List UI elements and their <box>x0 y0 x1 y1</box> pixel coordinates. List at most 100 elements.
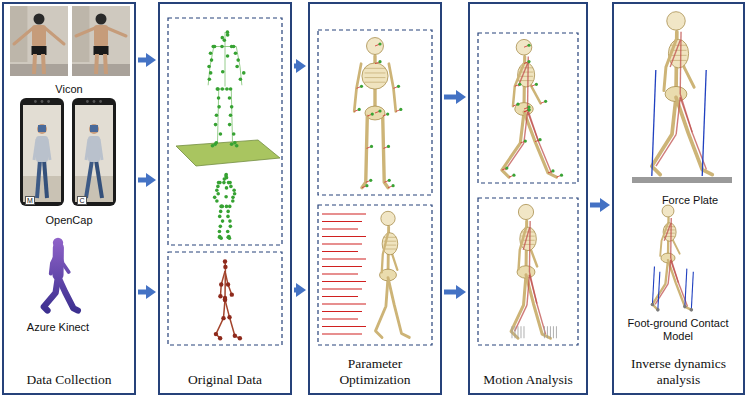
marker-point-cloud <box>217 105 221 109</box>
marker-point-cloud <box>213 196 217 200</box>
muscle-line <box>539 142 552 173</box>
ribcage <box>362 63 388 89</box>
inverse-dynamics-art <box>632 12 732 312</box>
marker-point-cloud <box>225 205 229 209</box>
marker-dots <box>502 44 563 178</box>
contact-line <box>544 326 545 338</box>
bone <box>676 97 712 174</box>
panel-heading: Inverse dynamics analysis <box>616 356 741 388</box>
marker-dot <box>370 145 373 148</box>
bone <box>362 116 367 188</box>
marker-dot <box>560 174 563 177</box>
marker-point-cloud <box>215 113 219 117</box>
muscle-line <box>676 97 680 134</box>
cloud-link <box>217 115 219 143</box>
person-leg <box>43 54 44 74</box>
panel-heading: Parameter Optimization <box>312 356 438 388</box>
marker-point-cloud <box>217 181 221 185</box>
marker-point-cloud <box>213 45 217 49</box>
marker-point-cloud <box>211 144 215 148</box>
data-collection-art <box>10 6 130 311</box>
marker-point-cloud <box>220 45 224 49</box>
cloud-link <box>218 89 220 115</box>
panel-heading: Original Data <box>162 372 288 388</box>
contact-vector <box>691 272 693 310</box>
skull <box>667 12 685 30</box>
person-arm <box>34 139 37 160</box>
marker-point-cloud <box>226 54 230 58</box>
marker-point-cloud <box>218 215 222 219</box>
rib <box>519 76 533 77</box>
person-leg <box>44 160 47 198</box>
skull <box>381 211 395 225</box>
marker-dot <box>358 108 361 111</box>
marker-point-cloud <box>228 123 232 127</box>
marker-point-cloud <box>221 219 225 223</box>
marker-dot <box>538 138 541 141</box>
motion-analysis-art <box>478 33 578 345</box>
contact-line <box>520 326 521 338</box>
phone-icon <box>72 98 116 206</box>
phone-camera <box>47 100 50 103</box>
kinect-joint <box>223 297 227 301</box>
flow-arrow <box>294 64 300 69</box>
label-slot: Force Plate <box>642 190 738 208</box>
silhouette-head <box>53 238 63 248</box>
photo-floor <box>72 64 130 76</box>
marker-point-cloud <box>228 205 232 209</box>
marker-dot <box>527 44 530 47</box>
cloud-link <box>210 47 214 67</box>
rib <box>664 233 674 234</box>
force-vector <box>652 70 656 176</box>
cloud-link <box>225 40 226 86</box>
flow-arrow <box>294 288 300 293</box>
marker-point-cloud <box>216 185 220 189</box>
person-arm <box>99 139 102 160</box>
marker-point-cloud <box>219 210 223 214</box>
bone <box>388 278 409 338</box>
panel-heading-block: Data Collection <box>6 372 132 388</box>
marker-dot <box>391 184 394 187</box>
contact-sphere <box>683 305 687 309</box>
stage-panel: Motion Analysis <box>468 2 588 395</box>
kinect-joint <box>226 282 230 286</box>
kinect-joint <box>221 316 225 320</box>
label-slot: Azure Kinect <box>10 317 106 335</box>
marker-point-cloud <box>235 144 239 148</box>
camera-photo <box>72 6 130 76</box>
contact-vector <box>658 272 660 310</box>
marker-point-cloud <box>229 225 233 229</box>
marker-point-cloud <box>230 45 234 49</box>
marker-point-cloud <box>209 52 213 56</box>
rib <box>365 72 386 73</box>
marker-point-cloud <box>231 196 235 200</box>
contact-line <box>514 326 515 338</box>
kinect-joint <box>218 336 222 340</box>
dashed-frame <box>318 205 432 345</box>
bone <box>652 260 668 310</box>
marker-point-cloud <box>210 58 214 62</box>
muscle-line <box>664 223 670 240</box>
phone-body <box>72 98 116 206</box>
person-head <box>89 124 99 134</box>
muscle-line <box>528 109 539 142</box>
marker-point-cloud <box>224 195 228 199</box>
kinect-joint <box>219 282 223 286</box>
person-arm <box>14 28 33 44</box>
person-arm <box>45 28 64 44</box>
muscle-lines <box>515 221 546 334</box>
phone-camera <box>34 100 37 103</box>
contact-vector <box>685 269 687 307</box>
marker-point-cloud <box>219 236 223 240</box>
flow-arrow <box>138 290 150 295</box>
marker-point-cloud <box>229 87 233 91</box>
marker-point-cloud <box>242 71 246 75</box>
contact-sphere <box>690 308 694 312</box>
marker-point-cloud <box>218 230 222 234</box>
force-plate-plane <box>176 140 280 166</box>
marker-dot <box>527 105 530 108</box>
marker-dot <box>544 100 547 103</box>
